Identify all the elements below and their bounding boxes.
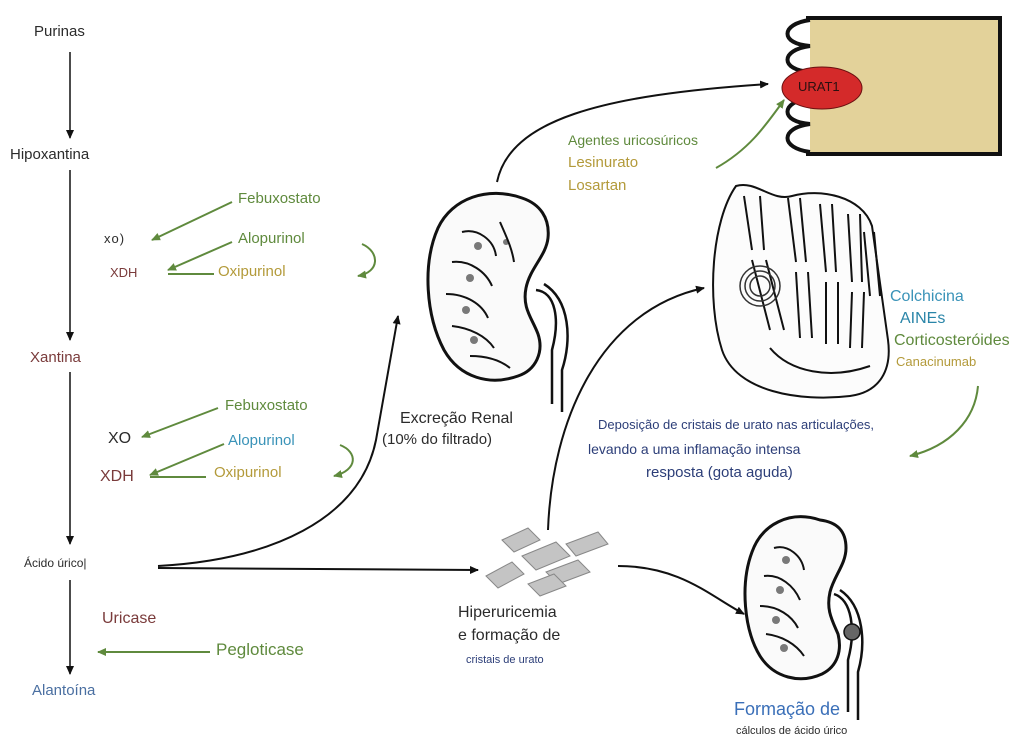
xantina-label: Xantina	[30, 350, 81, 367]
xo-2-label: XO	[108, 430, 131, 448]
kidney-illustration	[428, 193, 568, 412]
oxipurinol-1-label: Oxipurinol	[218, 264, 286, 281]
xdh-1-label: XDH	[110, 266, 137, 280]
urat1-label: URAT1	[798, 80, 840, 94]
urate-crystals	[486, 528, 608, 596]
uricase-label: Uricase	[102, 610, 156, 628]
hipoxantina-label: Hipoxantina	[10, 147, 89, 164]
uricosuric-agents-label: Agentes uricosúricos	[568, 133, 698, 148]
alopurinol-2-label: Alopurinol	[228, 433, 295, 450]
canacinumab-label: Canacinumab	[896, 355, 976, 369]
formacao-label: e formação de	[458, 627, 560, 645]
febuxostato-1-label: Febuxostato	[238, 191, 321, 208]
acido-urico-label: Ácido úrico|	[24, 557, 86, 570]
gout-description-line1: Deposição de cristais de urato nas artic…	[598, 418, 874, 432]
kidney-stones-illustration	[745, 517, 862, 720]
purinas-label: Purinas	[34, 24, 85, 41]
foot-skeleton-illustration	[713, 185, 889, 398]
xo-1-label: xo)	[104, 232, 125, 246]
xdh-2-label: XDH	[100, 468, 134, 486]
renal-percentage-label: (10% do filtrado)	[382, 432, 492, 449]
losartan-label: Losartan	[568, 178, 626, 195]
gout-description-line2: levando a uma inflamação intensa	[588, 442, 800, 457]
calculos-label: cálculos de ácido úrico	[736, 725, 847, 737]
anti-inflammatory-arrow	[910, 386, 978, 456]
oxipurinol-2-label: Oxipurinol	[214, 465, 282, 482]
aines-label: AINEs	[900, 310, 945, 328]
alopurinol-1-label: Alopurinol	[238, 231, 305, 248]
cristais-label: cristais de urato	[466, 654, 544, 666]
renal-excretion-label: Excreção Renal	[400, 410, 513, 428]
hiperuricemia-label: Hiperuricemia	[458, 604, 557, 622]
pegloticase-label: Pegloticase	[216, 641, 304, 660]
lesinurato-label: Lesinurato	[568, 155, 638, 172]
corticosteroides-label: Corticosteróides	[894, 332, 1010, 350]
gout-description-line3: resposta (gota aguda)	[646, 465, 793, 482]
alantoina-label: Alantoína	[32, 683, 95, 700]
uricosuric-arrow	[716, 100, 784, 168]
colchicina-label: Colchicina	[890, 288, 964, 306]
febuxostato-2-label: Febuxostato	[225, 398, 308, 415]
formacao-calculos-label: Formação de	[734, 700, 840, 720]
